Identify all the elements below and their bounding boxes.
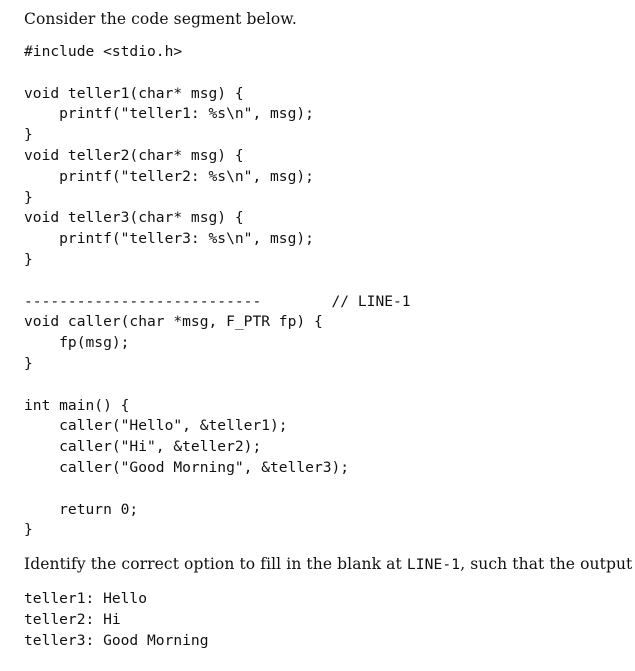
code-line: [24, 375, 411, 396]
code-line: printf("teller2: %s\n", msg);: [24, 167, 314, 185]
code-line: }: [24, 354, 33, 372]
code-line: int main() {: [24, 396, 130, 414]
output-line: teller3: Good Morning: [24, 631, 209, 649]
code-block: #include <stdio.h> void teller1(char* msg…: [24, 42, 411, 541]
code-line: printf("teller3: %s\n", msg);: [24, 230, 314, 248]
question-text-before: Identify the correct option to fill in t…: [24, 555, 407, 573]
question-text: Identify the correct option to fill in t…: [24, 554, 635, 575]
code-line: printf("teller1: %s\n", msg);: [24, 105, 314, 123]
code-line: caller("Good Morning", &teller3);: [24, 458, 350, 476]
code-line: #include <stdio.h>: [24, 43, 183, 60]
code-line: [24, 271, 411, 292]
code-line: caller("Hello", &teller1);: [24, 417, 288, 435]
code-line: void caller(char *msg, F_PTR fp) {: [24, 313, 323, 331]
output-line: teller2: Hi: [24, 610, 121, 628]
code-line: return 0;: [24, 500, 139, 518]
code-line: void teller3(char* msg) {: [24, 209, 244, 227]
code-line: [24, 479, 411, 500]
code-line: void teller2(char* msg) {: [24, 146, 244, 164]
code-line: }: [24, 188, 33, 206]
code-line: --------------------------- // LINE-1: [24, 292, 411, 310]
code-line: }: [24, 521, 33, 539]
code-line: caller("Hi", &teller2);: [24, 438, 262, 456]
code-line: }: [24, 126, 33, 144]
question-text-after: , such that the output is:: [460, 555, 635, 573]
code-line: }: [24, 250, 33, 268]
code-line: fp(msg);: [24, 334, 130, 352]
line-marker: LINE-1: [406, 556, 461, 573]
intro-text: Consider the code segment below.: [24, 10, 297, 28]
code-line: [24, 63, 411, 84]
expected-output-block: teller1: Hello teller2: Hi teller3: Good M…: [24, 589, 209, 651]
code-line: void teller1(char* msg) {: [24, 84, 244, 102]
output-line: teller1: Hello: [24, 590, 148, 607]
